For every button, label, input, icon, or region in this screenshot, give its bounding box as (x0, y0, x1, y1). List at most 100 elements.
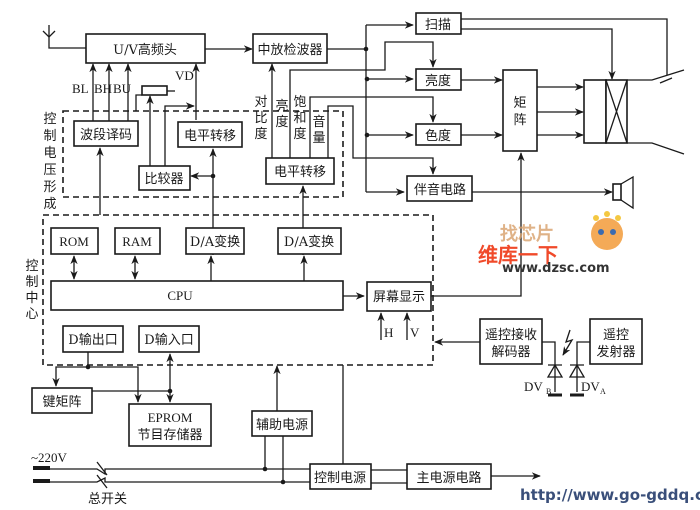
da-converter-block-2: D/A变换 (277, 227, 342, 255)
led-dva-icon (568, 341, 590, 397)
svg-text:RAM: RAM (122, 234, 152, 249)
svg-text:对: 对 (254, 95, 267, 110)
svg-text:亮: 亮 (275, 98, 288, 114)
potentiometer-icon (135, 85, 175, 111)
control-power-block: 控制电源 (309, 463, 372, 490)
svg-text:形: 形 (43, 180, 56, 195)
da-converter-block-1: D/A变换 (185, 227, 245, 255)
svg-text:遥控: 遥控 (603, 328, 629, 343)
svg-text:控: 控 (25, 259, 38, 274)
svg-text:阵: 阵 (513, 113, 526, 128)
photodiode-dvb-icon (542, 329, 574, 397)
svg-text:量: 量 (312, 131, 325, 146)
svg-text:EPROM: EPROM (148, 410, 193, 425)
mains-plug-icon (33, 466, 50, 483)
svg-text:电平转移: 电平转移 (184, 129, 236, 144)
svg-text:制: 制 (25, 275, 38, 290)
brightness-block: 亮度 (415, 68, 462, 91)
dva-label: DV (581, 379, 600, 394)
dvb-label: DV (524, 379, 543, 394)
h-sync-label: H (384, 325, 393, 340)
d-output-port-block: D输出口 (62, 325, 124, 353)
cpu-block: CPU (50, 280, 344, 311)
v-sync-label: V (410, 325, 420, 340)
svg-text:电: 电 (43, 146, 56, 161)
level-shift-block-2: 电平转移 (265, 157, 335, 185)
bl-label: BL (72, 81, 89, 96)
level-shift-block-1: 电平转移 (177, 121, 243, 148)
main-switch-icon[interactable] (50, 461, 310, 489)
svg-text:D/A变换: D/A变换 (190, 234, 240, 250)
svg-text:维库一下: 维库一下 (478, 243, 558, 267)
chroma-block: 色度 (415, 123, 462, 146)
bu-label: BU (113, 81, 132, 96)
osd-block: 屏幕显示 (366, 281, 432, 312)
if-detector-block: 中放检波器 (252, 33, 328, 64)
svg-text:扫描: 扫描 (425, 18, 451, 33)
ram-block: RAM (114, 227, 161, 255)
svg-text:波段译码: 波段译码 (80, 128, 132, 143)
svg-text:比: 比 (254, 111, 267, 126)
svg-text:色度: 色度 (425, 128, 451, 144)
svg-text:找芯片: 找芯片 (500, 223, 554, 245)
svg-text:音: 音 (312, 114, 325, 130)
svg-text:控: 控 (43, 112, 56, 127)
d-input-port-block: D输入口 (138, 325, 200, 353)
svg-text:D/A变换: D/A变换 (284, 234, 334, 250)
svg-text:亮度: 亮度 (425, 73, 451, 89)
main-power-block: 主电源电路 (406, 463, 492, 490)
svg-text:辅助电源: 辅助电源 (256, 418, 308, 433)
voltage-forming-label: 控 制 电 压 形 成 (43, 112, 56, 212)
main-switch-label: 总开关 (88, 492, 127, 507)
aux-power-block: 辅助电源 (251, 410, 313, 437)
remote-receiver-block: 遥控接收 解码器 (479, 318, 543, 365)
svg-text:矩: 矩 (513, 96, 526, 111)
dzsc-watermark: 找芯片 维库一下 www.dzsc.com (478, 211, 623, 276)
eprom-block: EPROM 节目存储器 (128, 403, 212, 447)
brightness-control-label: 亮 度 (275, 98, 288, 130)
svg-text:键矩阵: 键矩阵 (42, 395, 81, 410)
svg-text:屏幕显示: 屏幕显示 (373, 290, 425, 305)
key-matrix-block: 键矩阵 (31, 387, 93, 414)
svg-text:度: 度 (254, 126, 267, 142)
svg-text:伴音电路: 伴音电路 (414, 182, 466, 198)
svg-text:www.dzsc.com: www.dzsc.com (502, 261, 610, 276)
svg-text:ROM: ROM (59, 234, 89, 249)
antenna-icon (42, 25, 86, 49)
rom-block: ROM (50, 227, 99, 255)
svg-text:解码器: 解码器 (491, 345, 530, 360)
ac-voltage-label: ~220V (31, 450, 68, 465)
band-decoder-block: 波段译码 (73, 120, 139, 147)
svg-text:遥控接收: 遥控接收 (485, 327, 537, 343)
svg-text:比较器: 比较器 (144, 172, 183, 187)
saturation-label: 饱 和 度 (293, 95, 306, 142)
svg-text:D输出口: D输出口 (68, 332, 117, 348)
footer-url-watermark: http://www.go-gddq.com (520, 486, 700, 504)
svg-text:主电源电路: 主电源电路 (416, 470, 481, 486)
voltage-forming-group (62, 110, 344, 198)
tuner-block: U/V高频头 (85, 33, 206, 64)
svg-text:和: 和 (293, 111, 306, 126)
svg-text:中放检波器: 中放检波器 (257, 43, 322, 58)
matrix-block: 矩 阵 (502, 69, 538, 152)
svg-text:度: 度 (275, 114, 288, 130)
comparator-block: 比较器 (138, 165, 191, 191)
dva-subscript: A (600, 387, 606, 396)
svg-text:心: 心 (25, 307, 38, 322)
volume-label: 音 量 (312, 114, 325, 146)
svg-text:节目存储器: 节目存储器 (137, 428, 202, 443)
remote-transmitter-block: 遥控 发射器 (589, 318, 643, 365)
svg-text:压: 压 (43, 163, 56, 178)
dvb-subscript: B (546, 387, 551, 396)
vd-label: VD (175, 68, 194, 83)
svg-text:制: 制 (43, 129, 56, 144)
svg-text:饱: 饱 (293, 95, 306, 110)
control-center-group (42, 214, 434, 366)
svg-text:度: 度 (293, 126, 306, 142)
svg-text:CPU: CPU (167, 288, 193, 303)
svg-text:D输入口: D输入口 (144, 332, 193, 348)
scan-block: 扫描 (415, 12, 462, 35)
bh-label: BH (94, 81, 112, 96)
svg-text:电平转移: 电平转移 (274, 165, 326, 180)
